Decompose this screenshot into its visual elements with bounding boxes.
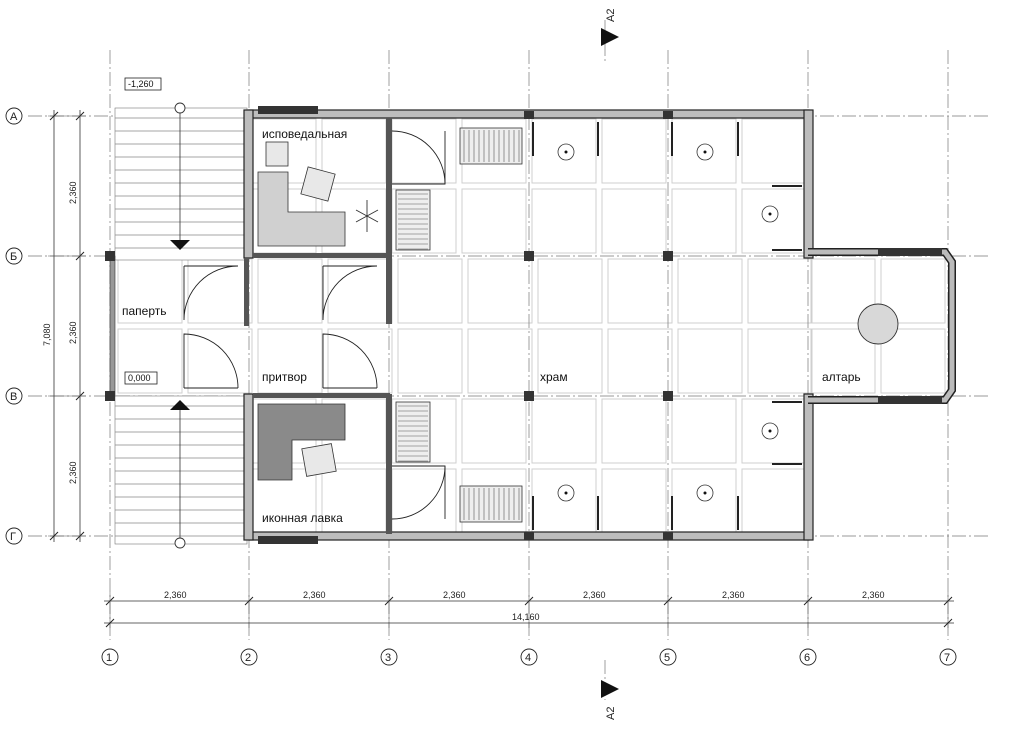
dim-bay-1: 2,360 <box>164 590 187 600</box>
dimension-vertical: 2,360 2,360 2,360 7,080 <box>42 110 86 542</box>
room-label-icon-shop: иконная лавка <box>262 511 343 525</box>
axis-row-g: Г <box>10 531 16 543</box>
level-box-porch <box>124 371 158 385</box>
stair-arrow-down-icon <box>170 240 190 250</box>
level-mark-porch: 0,000 <box>128 373 151 383</box>
dim-total-horizontal: 14,160 <box>512 612 540 622</box>
confessional-furniture <box>257 141 379 247</box>
dim-bay-4: 2,360 <box>583 590 606 600</box>
icon-shop-furniture <box>257 403 346 481</box>
axis-row-b: Б <box>10 251 17 263</box>
stair-top <box>114 107 248 261</box>
dim-vbay-3: 2,360 <box>68 461 78 484</box>
axis-col-7: 7 <box>944 652 950 664</box>
section-mark-top: A2 <box>601 9 619 46</box>
axis-col-4: 4 <box>525 652 531 664</box>
dim-bay-2: 2,360 <box>303 590 326 600</box>
dimension-horizontal: 2,360 2,360 2,360 2,360 2,360 2,360 14,1… <box>104 590 954 628</box>
dim-bay-5: 2,360 <box>722 590 745 600</box>
candle-stands <box>532 122 802 530</box>
room-label-nave: храм <box>540 370 568 384</box>
benches <box>395 127 523 523</box>
room-label-porch: паперть <box>122 304 167 318</box>
svg-text:A2: A2 <box>605 707 617 720</box>
dim-total-vertical: 7,080 <box>42 323 52 346</box>
axis-bubbles-rows: А Б В Г <box>5 107 23 545</box>
stair-start-mark-top <box>174 102 186 114</box>
level-mark-stair: -1,260 <box>128 79 154 89</box>
dim-bay-6: 2,360 <box>862 590 885 600</box>
doors <box>183 130 446 520</box>
section-mark-bottom: A2 <box>601 680 619 720</box>
axis-col-6: 6 <box>804 652 810 664</box>
axis-col-3: 3 <box>385 652 391 664</box>
stair-start-mark-bottom <box>174 537 186 549</box>
axis-row-v: В <box>10 391 17 403</box>
dim-vbay-2: 2,360 <box>68 321 78 344</box>
svg-text:A2: A2 <box>605 9 617 22</box>
posts <box>105 111 673 540</box>
axis-col-5: 5 <box>664 652 670 664</box>
stair-arrow-up-icon <box>170 400 190 410</box>
altar-table <box>857 303 899 345</box>
axis-col-2: 2 <box>245 652 251 664</box>
room-label-confessional: исповедальная <box>262 127 347 141</box>
room-label-altar: алтарь <box>822 370 861 384</box>
dim-bay-3: 2,360 <box>443 590 466 600</box>
dim-vbay-1: 2,360 <box>68 181 78 204</box>
axis-row-a: А <box>10 111 18 123</box>
stair-bottom <box>114 395 248 545</box>
axis-col-1: 1 <box>106 652 112 664</box>
room-label-narthex: притвор <box>262 370 307 384</box>
axis-bubbles-columns: 1 2 3 4 5 6 7 <box>101 648 957 666</box>
level-box-stair <box>124 77 162 91</box>
